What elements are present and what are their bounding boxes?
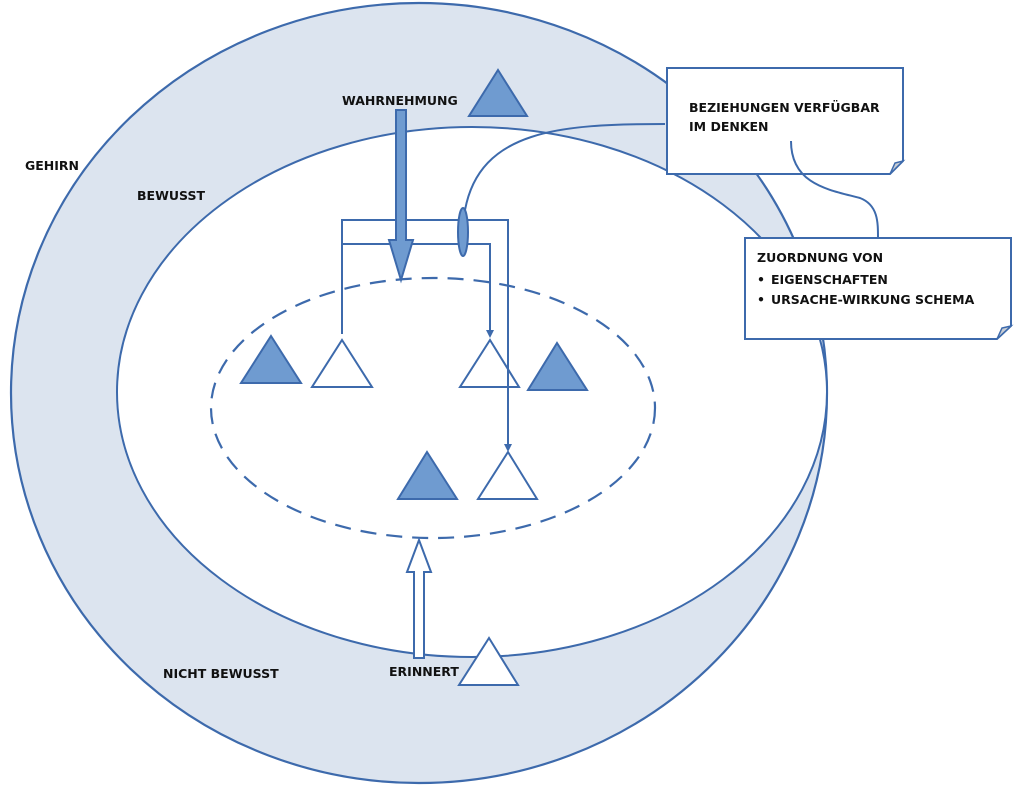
brain-label: GEHIRN: [25, 158, 79, 173]
triangles: [239, 68, 589, 686]
unconscious-label: NICHT BEWUSST: [163, 666, 279, 681]
relations-connector: [464, 123, 666, 211]
link-outer: [341, 219, 512, 452]
outline-triangle-icon: [457, 636, 520, 686]
relations-callout: BEZIEHUNGEN VERFÜGBAR IM DENKEN: [666, 67, 906, 175]
outline-triangle-icon: [476, 450, 539, 500]
callout-connector: [790, 140, 879, 239]
relations-text-line-2: IM DENKEN: [689, 119, 769, 134]
relations-text-line-1: BEZIEHUNGEN VERFÜGBAR: [689, 100, 880, 115]
perception-label: WAHRNEHMUNG: [342, 93, 458, 108]
conscious-label: BEWUSST: [137, 188, 205, 203]
conscious-ellipse: [116, 126, 828, 658]
filled-triangle-icon: [526, 341, 589, 391]
filled-triangle-icon: [396, 450, 459, 500]
bullet-icon: •: [757, 292, 765, 307]
filled-triangle-icon: [467, 68, 529, 117]
remembered-arrow-icon: [405, 537, 433, 659]
assignment-callout: ZUORDNUNG VON • EIGENSCHAFTEN • URSACHE-…: [744, 237, 1014, 340]
remembered-label: ERINNERT: [389, 664, 459, 679]
outline-triangle-icon: [458, 338, 521, 388]
perception-arrow-icon: [387, 109, 415, 284]
outline-triangle-icon: [310, 338, 374, 388]
bullet-icon: •: [757, 272, 765, 287]
assignment-title: ZUORDNUNG VON: [757, 250, 883, 265]
working-memory-ellipse: [209, 276, 657, 540]
link-clip-icon: [457, 207, 469, 257]
assignment-item: EIGENSCHAFTEN: [771, 272, 888, 287]
filled-triangle-icon: [239, 334, 303, 384]
assignment-item: URSACHE-WIRKUNG SCHEMA: [771, 292, 975, 307]
